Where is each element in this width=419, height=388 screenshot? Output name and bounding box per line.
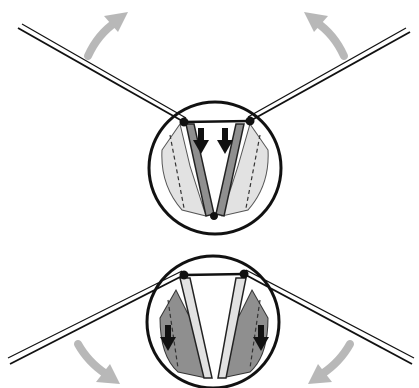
top-right-motion-arrow-shaft [316, 22, 344, 56]
top-chord [184, 121, 250, 122]
top-bottom-pivot [210, 212, 218, 220]
bottom-panel [8, 256, 414, 388]
bottom-right-pivot [240, 270, 249, 279]
top-left-motion-arrow-shaft [88, 22, 116, 56]
bottom-left-motion-arrow-shaft [78, 344, 106, 374]
top-left-pivot [180, 118, 189, 127]
top-panel [18, 12, 410, 234]
top-right-pivot [246, 117, 255, 126]
bottom-right-motion-arrow-shaft [322, 344, 350, 374]
top-right-arm [248, 28, 410, 121]
bottom-left-pivot [180, 271, 189, 280]
bottom-chord [184, 274, 244, 275]
